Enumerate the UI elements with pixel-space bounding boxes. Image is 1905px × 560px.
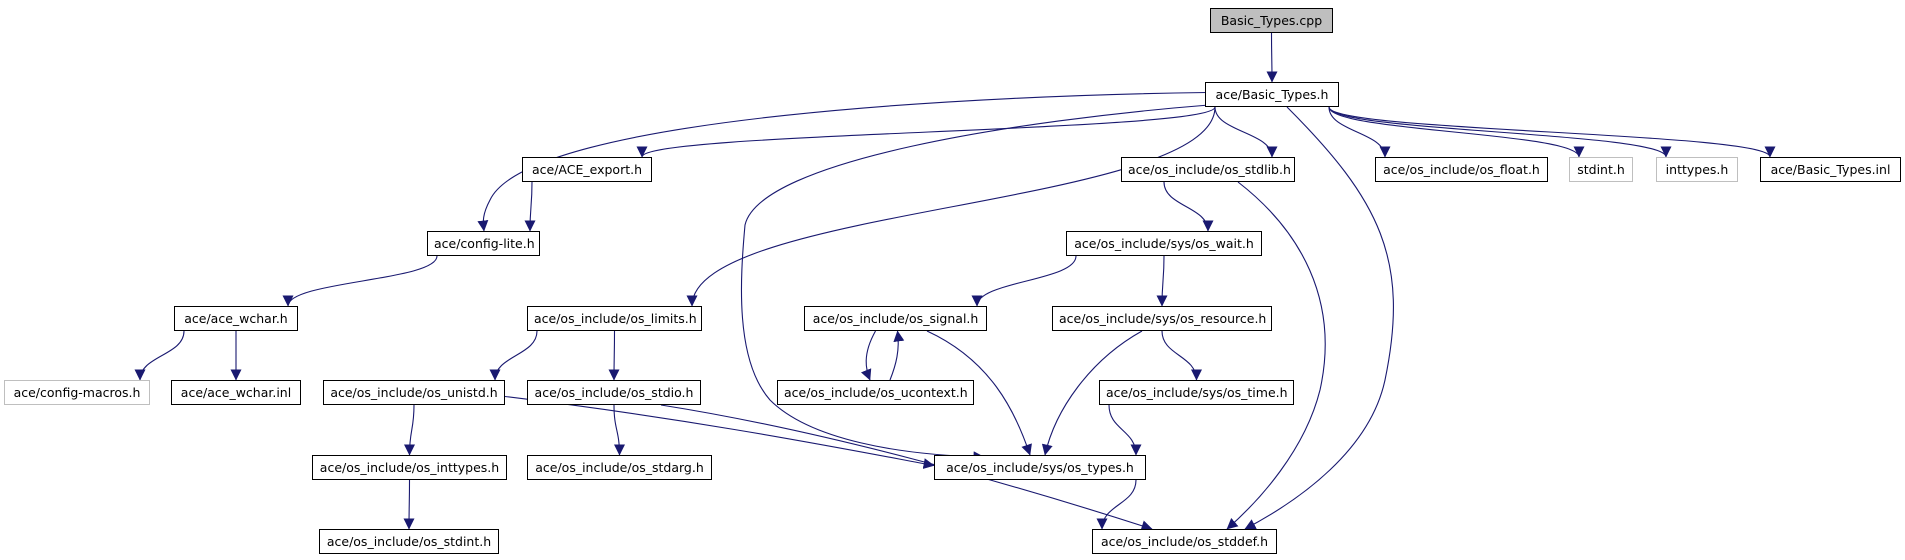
edge-ace-export-to-config-lite bbox=[524, 181, 536, 232]
edge-sys-os-time-to-sys-os-types bbox=[1108, 404, 1142, 456]
edge-sys-os-wait-to-os-signal bbox=[971, 255, 1077, 307]
node-os-float-h[interactable]: ace/os_include/os_float.h bbox=[1375, 157, 1548, 182]
edge-os-unistd-to-sys-os-types bbox=[504, 395, 935, 470]
node-os-stdio-h[interactable]: ace/os_include/os_stdio.h bbox=[527, 380, 701, 405]
edge-basic-types-h-to-config-lite bbox=[477, 91, 1208, 232]
node-ace-export-h[interactable]: ace/ACE_export.h bbox=[522, 157, 652, 182]
node-config-macros-h: ace/config-macros.h bbox=[4, 380, 150, 405]
edge-basic-types-h-to-inttypes-h bbox=[1328, 106, 1672, 158]
node-basic-types-h[interactable]: ace/Basic_Types.h bbox=[1205, 82, 1339, 107]
edge-os-stdio-to-os-stdarg bbox=[613, 404, 625, 456]
edge-sys-os-types-to-os-stddef bbox=[1096, 479, 1137, 530]
node-stdint-h: stdint.h bbox=[1569, 157, 1633, 182]
edge-os-unistd-to-os-inttypes bbox=[404, 404, 416, 456]
node-inttypes-h: inttypes.h bbox=[1656, 157, 1738, 182]
edge-basic-types-h-to-stdint-h bbox=[1328, 106, 1585, 158]
edge-basic-types-h-to-os-limits bbox=[686, 106, 1216, 307]
edge-basic-types-h-to-os-stddef bbox=[1244, 106, 1394, 530]
node-basic-types-cpp[interactable]: Basic_Types.cpp bbox=[1210, 8, 1333, 33]
node-os-inttypes-h[interactable]: ace/os_include/os_inttypes.h bbox=[312, 455, 507, 480]
node-os-unistd-h[interactable]: ace/os_include/os_unistd.h bbox=[323, 380, 505, 405]
edge-basic-types-h-to-ace-export bbox=[636, 106, 1216, 158]
node-os-stdarg-h[interactable]: ace/os_include/os_stdarg.h bbox=[527, 455, 712, 480]
node-os-limits-h[interactable]: ace/os_include/os_limits.h bbox=[527, 306, 702, 331]
edge-os-ucontext-to-os-signal bbox=[889, 330, 905, 381]
edge-os-stdlib-to-os-stddef bbox=[1226, 181, 1326, 530]
node-sys-os-time-h[interactable]: ace/os_include/sys/os_time.h bbox=[1099, 380, 1294, 405]
node-config-lite-h[interactable]: ace/config-lite.h bbox=[427, 231, 540, 256]
edge-ace-wchar-to-config-macros bbox=[134, 330, 185, 381]
edge-os-stdlib-to-sys-os-wait bbox=[1163, 181, 1214, 232]
edge-basic-types-h-to-os-stdlib bbox=[1214, 106, 1278, 158]
node-ace-wchar-inl[interactable]: ace/ace_wchar.inl bbox=[171, 380, 301, 405]
edge-sys-os-resource-to-sys-os-time bbox=[1161, 330, 1202, 381]
edge-basic-types-h-to-sys-os-types bbox=[740, 104, 1210, 463]
edge-os-stdio-to-os-stddef bbox=[660, 404, 1153, 532]
edge-os-limits-to-os-unistd bbox=[489, 330, 538, 381]
node-sys-os-wait-h[interactable]: ace/os_include/sys/os_wait.h bbox=[1066, 231, 1262, 256]
edge-basic-types-cpp-to-basic-types-h bbox=[1266, 32, 1278, 83]
node-basic-types-inl[interactable]: ace/Basic_Types.inl bbox=[1760, 157, 1901, 182]
edge-os-limits-to-os-stdio bbox=[608, 330, 620, 381]
node-sys-os-resource-h[interactable]: ace/os_include/sys/os_resource.h bbox=[1052, 306, 1272, 331]
edge-os-signal-to-os-ucontext bbox=[861, 330, 876, 381]
node-os-stdint-h[interactable]: ace/os_include/os_stdint.h bbox=[319, 529, 499, 554]
node-os-ucontext-h[interactable]: ace/os_include/os_ucontext.h bbox=[777, 380, 974, 405]
edge-basic-types-h-to-basic-types-inl bbox=[1328, 106, 1776, 158]
edge-sys-os-wait-to-sys-os-resource bbox=[1156, 255, 1168, 307]
edge-os-signal-to-sys-os-types bbox=[926, 330, 1032, 456]
node-os-stdlib-h[interactable]: ace/os_include/os_stdlib.h bbox=[1121, 157, 1295, 182]
edge-os-inttypes-to-os-stdint bbox=[403, 479, 415, 530]
node-sys-os-types-h[interactable]: ace/os_include/sys/os_types.h bbox=[934, 455, 1146, 480]
edge-config-lite-to-ace-wchar bbox=[282, 255, 438, 307]
node-ace-wchar-h[interactable]: ace/ace_wchar.h bbox=[174, 306, 298, 331]
edge-basic-types-h-to-os-float bbox=[1328, 106, 1391, 158]
node-os-stddef-h[interactable]: ace/os_include/os_stddef.h bbox=[1092, 529, 1277, 554]
edge-sys-os-resource-to-sys-os-types bbox=[1041, 330, 1143, 456]
node-os-signal-h[interactable]: ace/os_include/os_signal.h bbox=[804, 306, 987, 331]
